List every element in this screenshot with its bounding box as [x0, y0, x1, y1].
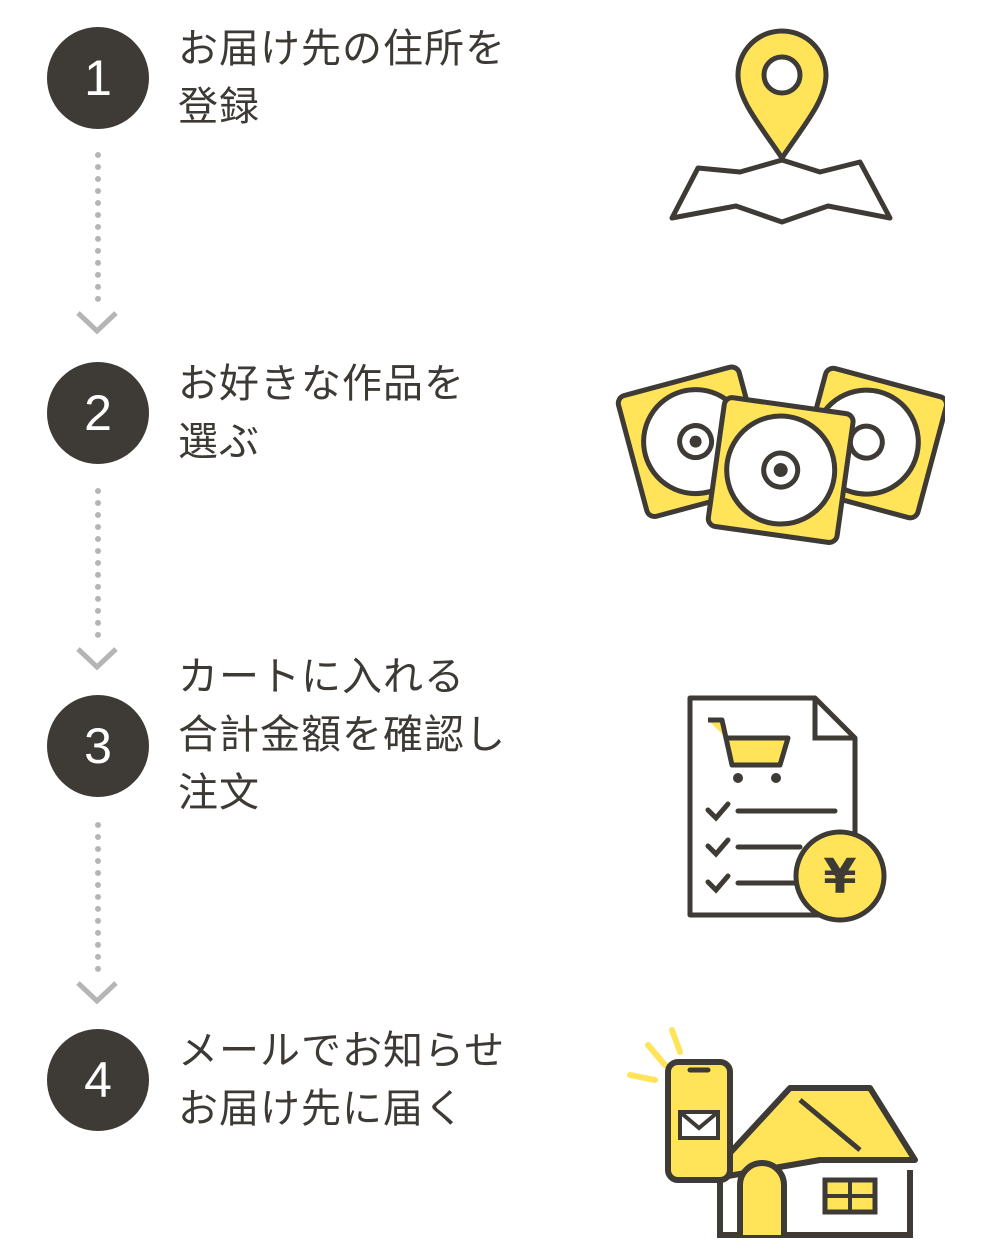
dotted-connector [95, 822, 107, 972]
step-3-text: カートに入れる 合計金額を確認し 注文 [178, 648, 506, 822]
phone-house-icon [627, 1027, 918, 1238]
dotted-connector [95, 152, 107, 302]
step-number-3: 3 [47, 695, 149, 797]
step-3-line: 合計金額を確認し [178, 712, 506, 758]
step-3-line: 注文 [178, 770, 260, 816]
chevron-down-icon [76, 311, 118, 334]
step-4-text: メールでお知らせ お届け先に届く [178, 1022, 505, 1138]
order-document-icon: ¥ [687, 695, 887, 923]
yen-symbol: ¥ [823, 849, 856, 905]
dotted-connector [95, 488, 107, 638]
step-2-line: お好きな作品を [178, 361, 465, 407]
step-1-line: 登録 [178, 84, 260, 130]
step-1-line: お届け先の住所を [178, 26, 506, 72]
step-number-1: 1 [47, 27, 149, 129]
chevron-down-icon [76, 647, 118, 670]
step-2-text: お好きな作品を 選ぶ [178, 355, 465, 471]
step-4-line: お届け先に届く [178, 1086, 465, 1132]
step-4-line: メールでお知らせ [178, 1028, 506, 1074]
step-3-line: カートに入れる [178, 654, 465, 700]
cart-icon [708, 717, 791, 783]
step-number-4: 4 [47, 1029, 149, 1131]
step-number-2: 2 [47, 362, 149, 464]
step-2-line: 選ぶ [178, 419, 260, 465]
discs-icon [615, 364, 945, 545]
map-pin-icon [669, 28, 893, 225]
step-1-text: お届け先の住所を 登録 [178, 20, 506, 136]
chevron-down-icon [76, 981, 118, 1004]
